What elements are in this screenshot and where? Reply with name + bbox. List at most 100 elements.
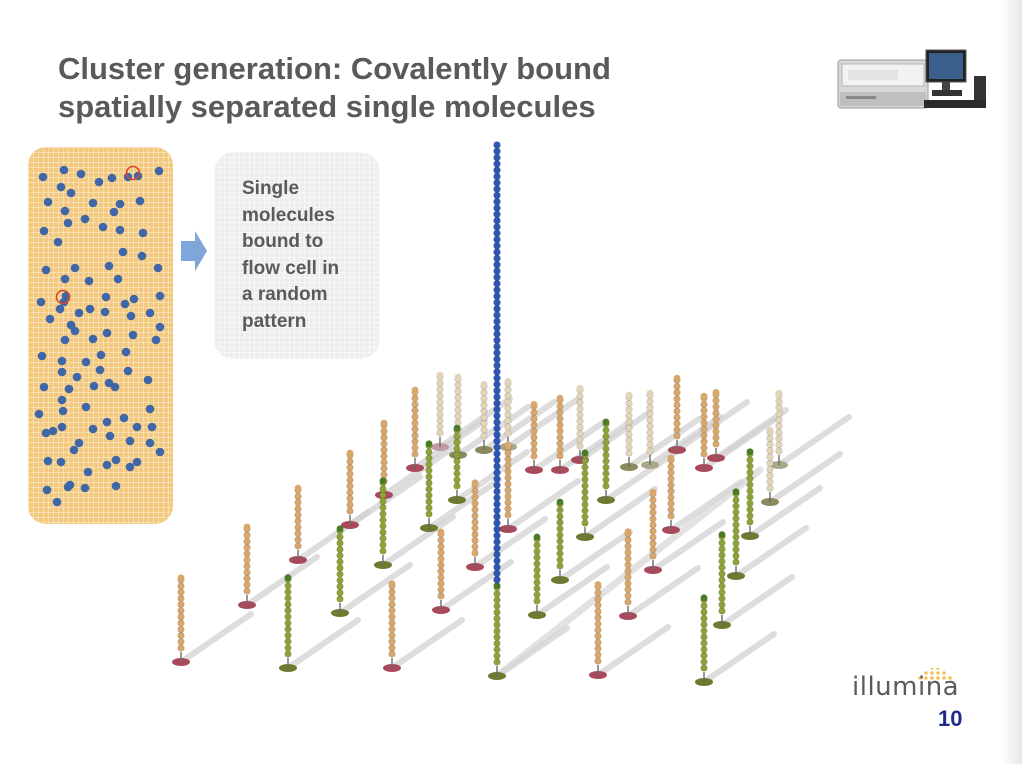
molecule-dot: [53, 237, 63, 247]
molecule-dot: [147, 422, 157, 432]
page-number: 10: [938, 706, 963, 731]
title-line-1: Cluster generation: Covalently bound: [58, 51, 611, 86]
molecule-dot: [115, 225, 125, 235]
bound-strand: [551, 394, 569, 474]
strand-shadow: [389, 617, 465, 671]
callout-box: [214, 152, 380, 359]
molecule-dot: [57, 395, 67, 405]
molecule-dot: [74, 308, 84, 318]
bound-strand: [662, 454, 680, 534]
strand-shadow: [285, 617, 361, 671]
molecule-dot: [145, 438, 155, 448]
molecule-dots: [34, 165, 165, 507]
strand-shadow: [776, 414, 852, 468]
flow-cell-panel: [28, 147, 173, 524]
bound-strand: [432, 528, 450, 614]
molecule-dot: [39, 226, 49, 236]
molecule-dot: [48, 426, 58, 436]
molecule-dot: [102, 417, 112, 427]
molecule-dot: [121, 347, 131, 357]
logo-dots-icon: [918, 668, 952, 680]
bound-strand: [695, 392, 713, 472]
bound-strand: [383, 580, 401, 672]
strand-shadow: [244, 554, 320, 608]
molecule-dot: [52, 497, 62, 507]
molecule-dot: [81, 357, 91, 367]
molecule-dot: [104, 261, 114, 271]
bound-strand: [589, 581, 607, 679]
molecule-dot: [64, 384, 74, 394]
molecule-dot: [123, 366, 133, 376]
molecule-dot: [60, 274, 70, 284]
molecule-dot: [113, 274, 123, 284]
molecule-dot: [94, 177, 104, 187]
molecule-dot: [43, 456, 53, 466]
molecule-dot: [88, 334, 98, 344]
strand-shadow: [534, 564, 610, 618]
molecule-dot: [83, 467, 93, 477]
callout-line-1: Single: [242, 178, 300, 199]
bound-strand: [279, 574, 297, 672]
slide-title: Cluster generation: Covalently bound spa…: [58, 50, 778, 126]
molecule-dot: [37, 351, 47, 361]
molecule-dot: [38, 172, 48, 182]
molecule-dot: [151, 335, 161, 345]
molecule-dot: [120, 299, 130, 309]
molecule-dot: [111, 455, 121, 465]
molecule-dot: [85, 304, 95, 314]
molecule-dot: [65, 480, 75, 490]
molecule-dot: [102, 328, 112, 338]
strand-shadow: [625, 565, 701, 619]
molecule-dot: [56, 182, 66, 192]
callout-text: Single molecules bound to flow cell in a…: [242, 176, 372, 335]
callout-line-2: molecules: [242, 204, 335, 226]
molecule-dot: [125, 436, 135, 446]
strand-shadow: [733, 525, 809, 579]
molecule-dot: [57, 356, 67, 366]
molecule-dot: [39, 382, 49, 392]
molecule-dot: [57, 367, 67, 377]
bound-strand: [761, 426, 779, 506]
bound-strand: [406, 386, 424, 472]
molecule-dot: [60, 206, 70, 216]
strand-shadow: [557, 419, 633, 473]
molecule-dot: [118, 247, 128, 257]
molecule-dot: [89, 381, 99, 391]
callout-line-4: flow cell in: [242, 257, 340, 279]
bound-strand: [289, 484, 307, 564]
molecule-dot: [66, 188, 76, 198]
molecule-dot: [57, 422, 67, 432]
molecule-dot: [135, 196, 145, 206]
strand-shadow: [178, 611, 254, 665]
molecule-dot: [70, 263, 80, 273]
bound-molecules-illustration: [172, 141, 852, 686]
bound-strand: [528, 533, 546, 619]
molecule-dot: [95, 365, 105, 375]
highlight-ring: [55, 289, 71, 305]
strand-shadow: [380, 514, 456, 568]
molecule-dot: [125, 462, 135, 472]
bound-strand: [499, 441, 517, 533]
bound-strand: [341, 449, 359, 529]
molecule-dot: [145, 308, 155, 318]
bound-strand: [525, 401, 543, 474]
strand-shadow: [767, 451, 843, 505]
strand-shadow: [650, 519, 726, 573]
molecule-dot: [42, 485, 52, 495]
bound-strand: [597, 418, 615, 504]
molecule-dot: [132, 457, 142, 467]
bound-strand: [475, 381, 493, 454]
molecule-dot: [55, 304, 65, 314]
molecule-dot: [80, 483, 90, 493]
molecule-dot: [81, 402, 91, 412]
strand-shadow: [626, 416, 702, 470]
molecule-dot: [129, 294, 139, 304]
strand-shadow: [454, 449, 530, 503]
molecule-dot: [60, 335, 70, 345]
strand-shadow: [557, 529, 633, 583]
strand-shadow: [337, 562, 413, 616]
bound-strand: [331, 525, 349, 617]
illumina-logo: illumina: [852, 668, 982, 708]
bound-strand: [238, 523, 256, 609]
